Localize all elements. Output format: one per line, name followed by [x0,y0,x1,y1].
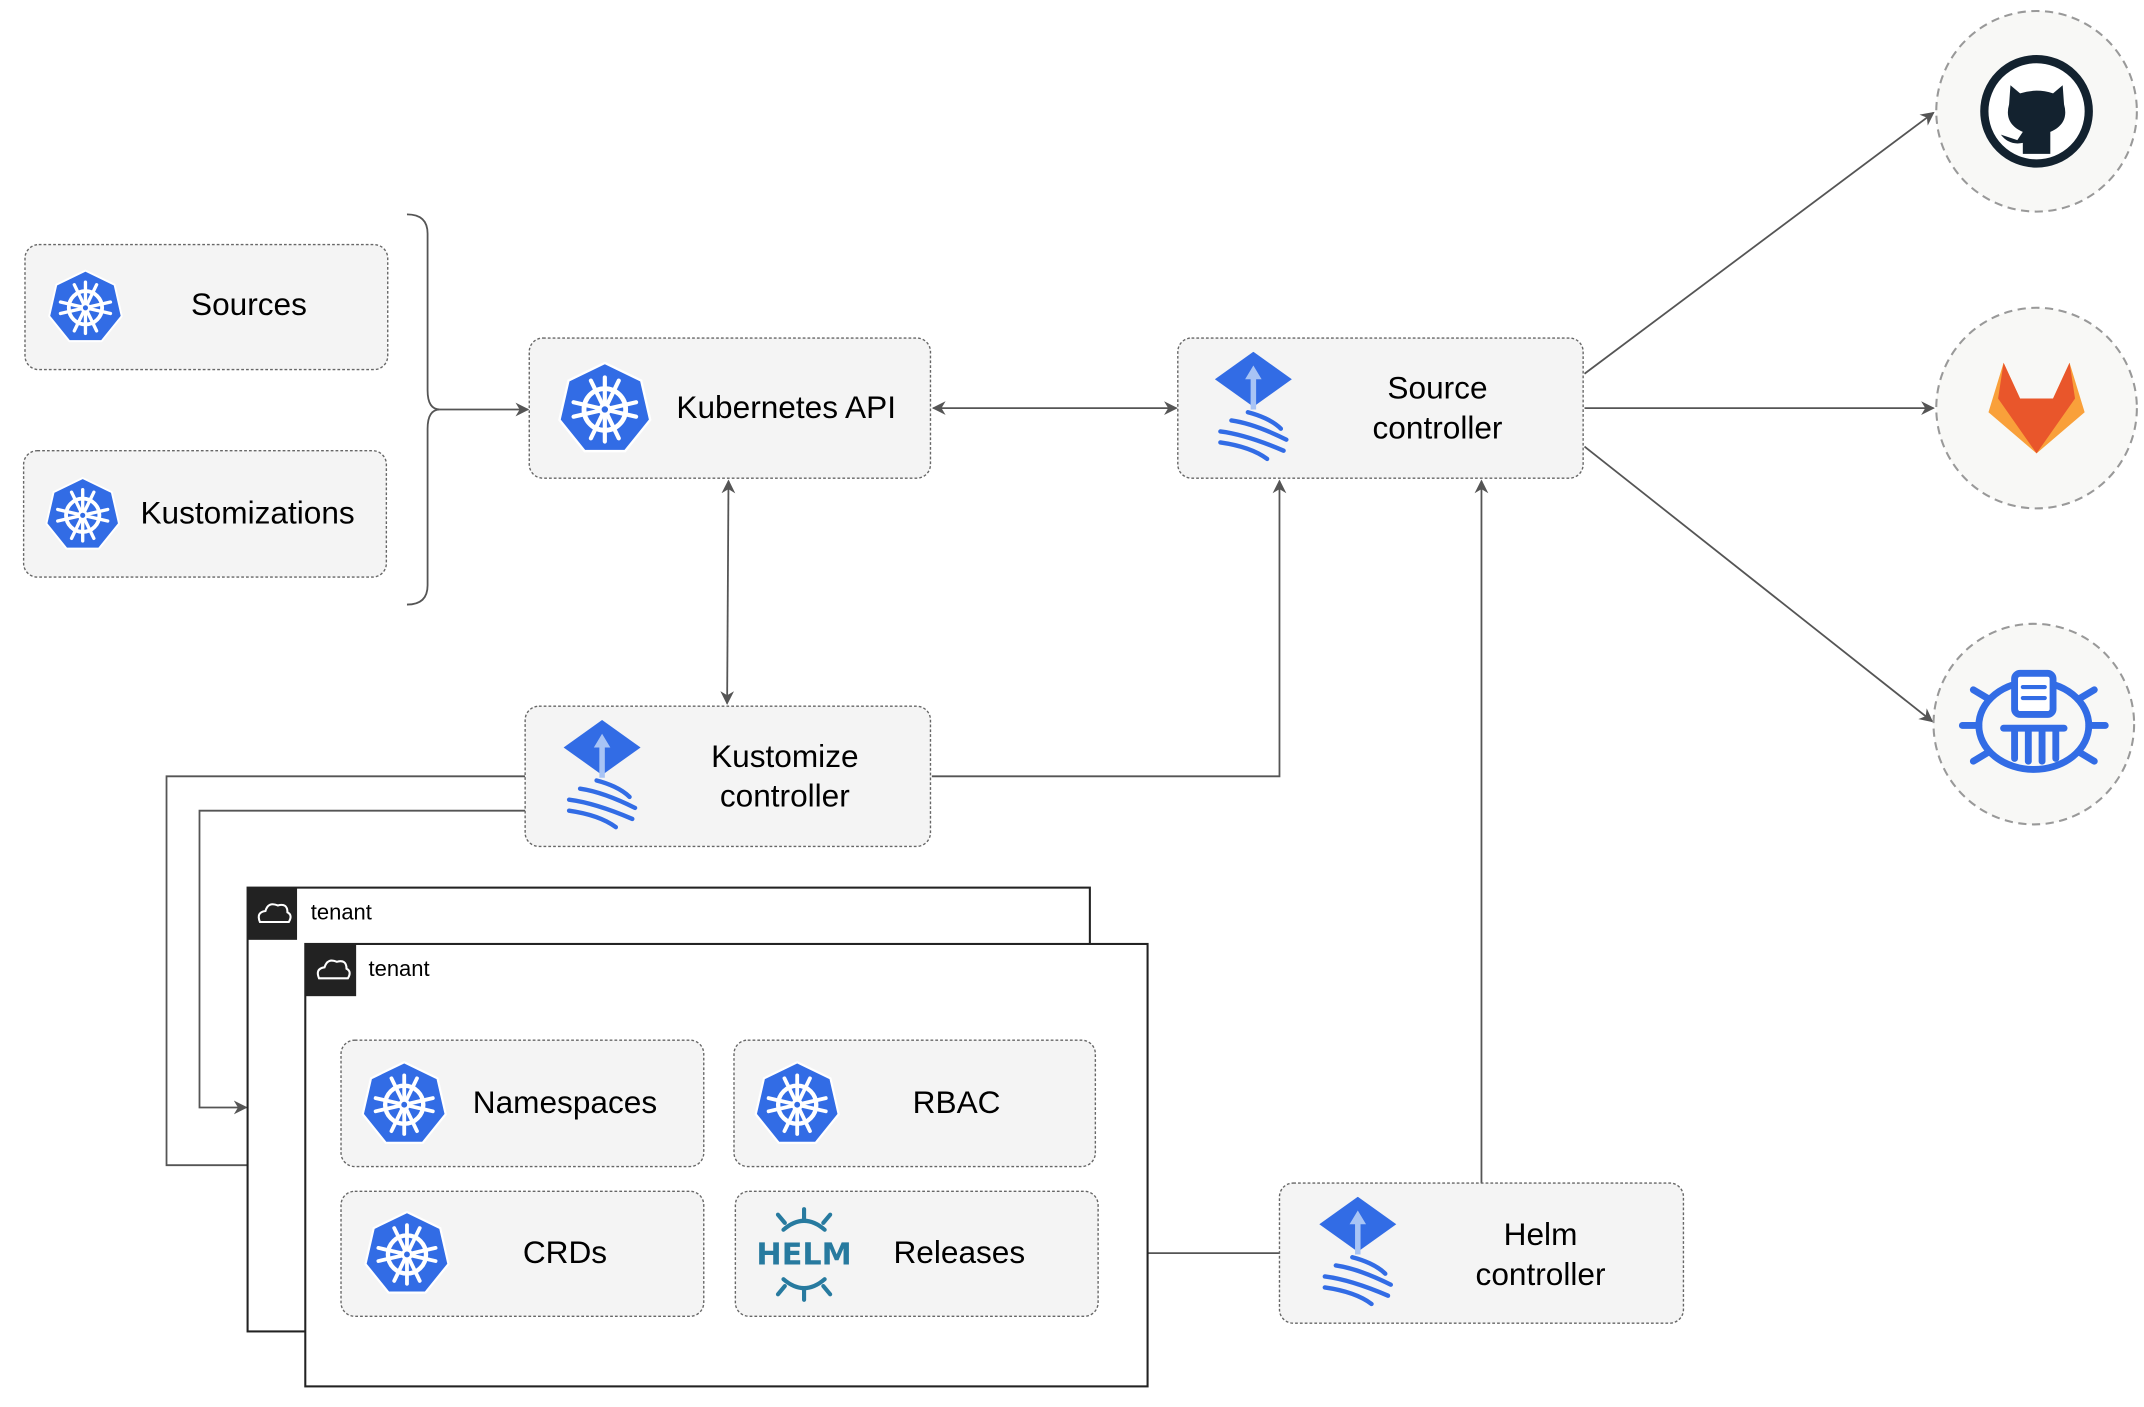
source-controller-label-line1: Source [1387,370,1487,406]
helm-logo-text: HELM [756,1237,851,1272]
sources-label: Sources [191,286,307,322]
cloud-icon [316,959,351,980]
edge-kustomize-to-tenant-1 [198,809,526,1115]
edges [165,111,1935,1260]
tenant-label: tenant [311,900,372,925]
edge-kustomize-to-source [931,479,1287,778]
kustomize-controller-node[interactable]: Kustomize controller [524,705,932,848]
edge-kustomize-to-tenant-2 [165,775,526,1173]
helm-controller-node[interactable]: Helm controller [1278,1182,1685,1324]
releases-node[interactable]: HELM Releases [734,1190,1099,1318]
github-icon [1980,54,2093,168]
sources-node[interactable]: Sources [24,243,389,371]
helm-controller-label-line1: Helm [1504,1216,1578,1252]
edge-source-to-bucket [1583,445,1934,723]
kubernetes-api-node[interactable]: Kubernetes API [528,337,932,479]
edge-source-to-github [1583,111,1935,375]
namespaces-node[interactable]: Namespaces [340,1039,705,1168]
crds-label: CRDs [523,1234,607,1270]
kustomizations-node[interactable]: Kustomizations [22,449,388,578]
tenant-label: tenant [369,956,430,981]
rbac-node[interactable]: RBAC [733,1039,1097,1168]
github-node[interactable] [1935,9,2138,213]
releases-label: Releases [893,1234,1025,1270]
gitlab-icon [1988,362,2085,454]
cloud-icon [257,903,292,924]
rbac-label: RBAC [913,1084,1001,1120]
edge-api-kustomize-controller [720,479,736,705]
helm-icon: HELM [756,1207,852,1302]
namespaces-label: Namespaces [473,1084,657,1120]
bucket-node[interactable] [1932,622,2136,826]
source-controller-label-line2: controller [1373,409,1503,445]
helm-controller-label-line2: controller [1476,1256,1606,1292]
kustomize-controller-label-line2: controller [720,778,850,814]
kustomize-controller-label-line1: Kustomize [711,738,858,774]
bucket-icon [1958,669,2109,773]
brace [406,213,441,606]
crds-node[interactable]: CRDs [340,1190,705,1318]
kustomizations-label: Kustomizations [140,495,354,531]
gitlab-node[interactable] [1935,306,2138,510]
kubernetes-api-label: Kubernetes API [676,389,896,425]
source-controller-node[interactable]: Source controller [1177,337,1584,479]
